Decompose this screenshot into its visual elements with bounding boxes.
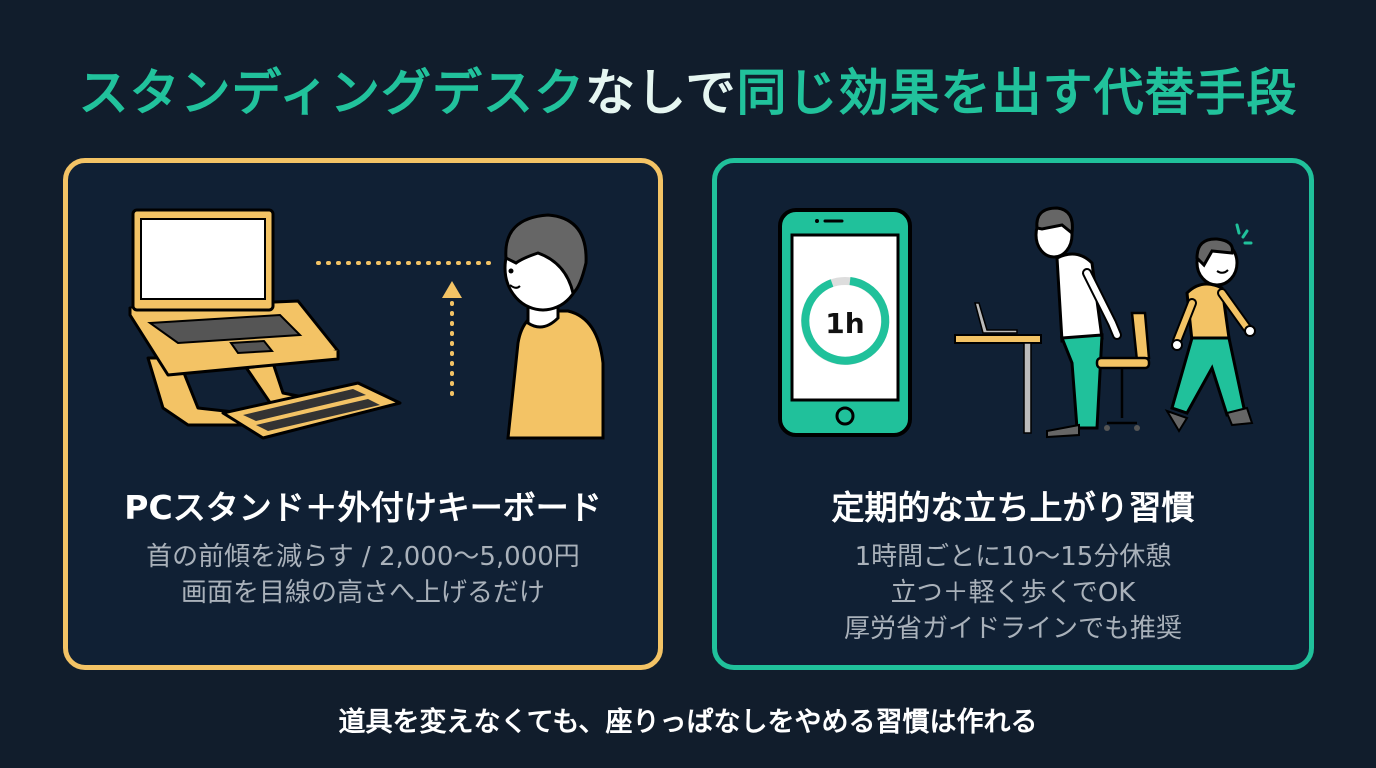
footer-message: 道具を変えなくても、座りっぱなしをやめる習慣は作れる (338, 707, 1038, 738)
standing-habit-illustration: 1h (778, 206, 1256, 439)
card-standing-habit: 1h (712, 158, 1314, 670)
card-title: 定期的な立ち上がり習慣 (831, 488, 1195, 527)
card-pc-stand: PCスタンド＋外付けキーボード 首の前傾を減らす / 2,000〜5,000円 … (63, 158, 663, 670)
card-title: PCスタンド＋外付けキーボード (124, 488, 602, 527)
title-part-3: 同じ効果を出す代替手段 (736, 64, 1298, 122)
svg-text:1h: 1h (825, 307, 864, 340)
title-part-2: なしで (585, 64, 737, 122)
laptop-stand-illustration (128, 208, 605, 440)
card-line: 1時間ごとに10〜15分休憩 (854, 542, 1172, 572)
title-part-1: スタンディングデスク (78, 64, 585, 122)
page-title: スタンディングデスクなしで同じ効果を出す代替手段 (0, 58, 1376, 128)
phone-timer-icon: 1h (778, 208, 912, 437)
card-line: 画面を目線の高さへ上げるだけ (180, 578, 545, 608)
card-line: 厚労省ガイドラインでも推奨 (843, 614, 1182, 644)
card-description: 首の前傾を減らす / 2,000〜5,000円 画面を目線の高さへ上げるだけ (68, 539, 658, 611)
card-line: 首の前傾を減らす / 2,000〜5,000円 (146, 542, 580, 572)
card-line: 立つ＋軽く歩くでOK (890, 578, 1136, 608)
card-description: 1時間ごとに10〜15分休憩 立つ＋軽く歩くでOK 厚労省ガイドラインでも推奨 (717, 539, 1309, 647)
